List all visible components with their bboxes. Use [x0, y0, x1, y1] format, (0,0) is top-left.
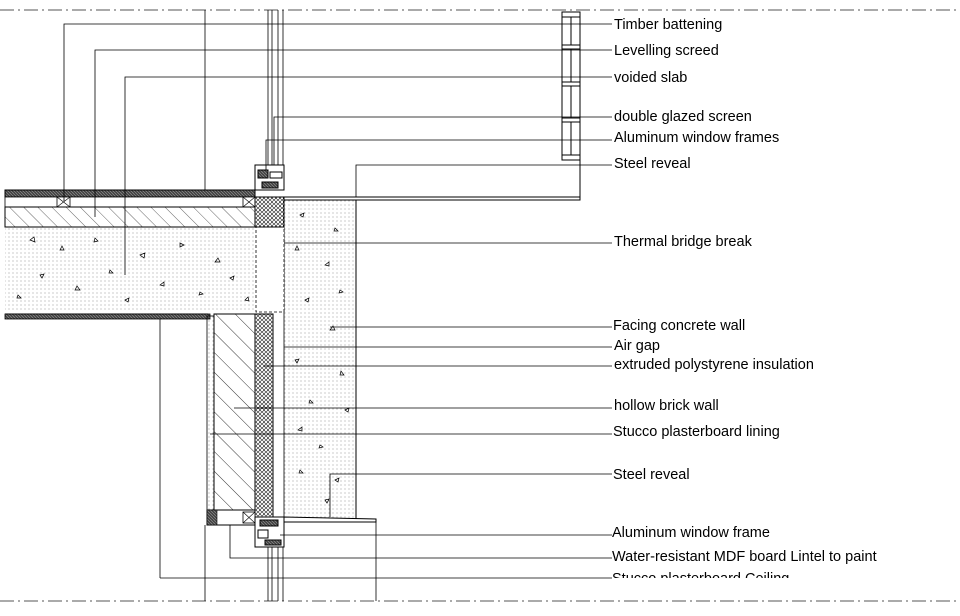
label-facing-concrete-wall: Facing concrete wall	[613, 318, 745, 334]
facing-concrete-wall	[284, 199, 356, 519]
callout-labels: Timber battening Levelling screed voided…	[612, 17, 877, 565]
voided-slab	[5, 227, 255, 310]
label-steel-reveal-top: Steel reveal	[614, 156, 691, 172]
aluminum-frame-bottom	[254, 516, 285, 548]
label-levelling-screed: Levelling screed	[614, 43, 719, 59]
plasterboard-lining	[206, 315, 215, 513]
slab-aggregate	[16, 236, 250, 303]
label-plasterboard-ceiling: Stucco plasterboard Ceiling	[612, 571, 789, 587]
label-aluminum-window-frames: Aluminum window frames	[614, 130, 779, 146]
steel-reveal-top	[283, 196, 581, 201]
hollow-brick-wall	[213, 313, 256, 511]
label-plasterboard-lining: Stucco plasterboard lining	[613, 424, 780, 440]
label-air-gap: Air gap	[614, 338, 660, 354]
leader-lines	[63, 23, 612, 579]
external-glazed-screen	[561, 11, 581, 161]
label-mdf-lintel: Water-resistant MDF board Lintel to pain…	[612, 549, 877, 565]
construction-lines	[159, 10, 377, 601]
label-aluminum-window-frame: Aluminum window frame	[612, 525, 770, 541]
label-polystyrene-insulation: extruded polystyrene insulation	[614, 357, 814, 373]
timber-batten-2	[242, 196, 256, 208]
wall-aggregate	[294, 212, 350, 504]
timber-batten-1	[56, 196, 71, 208]
battening-void	[4, 196, 256, 208]
polystyrene-insulation	[254, 313, 274, 519]
aluminum-frame-top	[254, 164, 285, 191]
timber-battening-layer	[4, 189, 256, 198]
label-thermal-bridge-break: Thermal bridge break	[614, 234, 753, 250]
label-steel-reveal-bottom: Steel reveal	[613, 467, 690, 483]
steel-reveal-bottom	[283, 516, 377, 523]
label-double-glazed-screen: double glazed screen	[614, 109, 752, 125]
head-frame-block	[254, 196, 285, 228]
lintel-batten	[242, 511, 256, 524]
thermal-bridge-break	[255, 226, 285, 313]
levelling-screed-layer	[4, 206, 256, 228]
label-timber-battening: Timber battening	[614, 17, 722, 33]
ceiling-plaster-strip	[4, 313, 211, 320]
label-voided-slab: voided slab	[614, 70, 687, 86]
label-hollow-brick-wall: hollow brick wall	[614, 398, 719, 414]
